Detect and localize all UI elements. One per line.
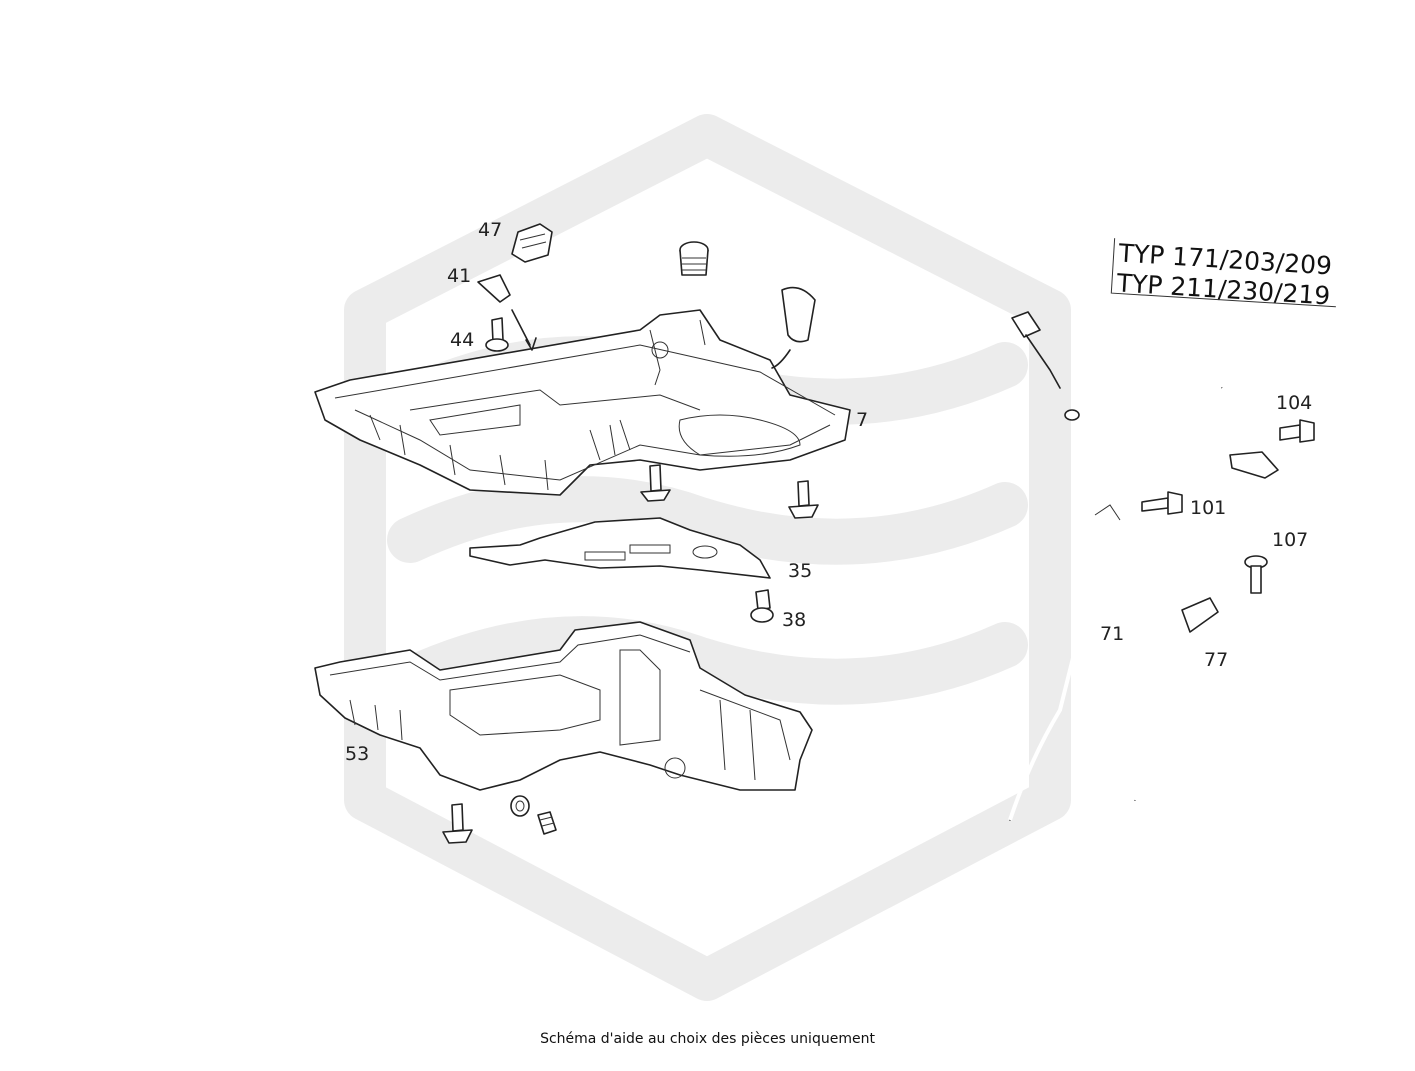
dipstick-tube[interactable]: 71	[1008, 311, 1124, 821]
callout-label: 101	[1190, 497, 1226, 519]
callout-label: 77	[1204, 649, 1228, 671]
bolt-part[interactable]: 107	[1244, 529, 1308, 594]
bolt-part[interactable]	[640, 464, 671, 502]
washer-part[interactable]	[510, 795, 530, 817]
diagram-caption: Schéma d'aide au choix des pièces unique…	[540, 1031, 875, 1047]
callout-label: 71	[1100, 623, 1124, 645]
callout-label: 41	[447, 265, 471, 287]
callout-label: 107	[1272, 529, 1308, 551]
clip-part[interactable]: 47	[478, 219, 553, 263]
callout-label: 35	[788, 560, 812, 582]
bolt-part[interactable]: 104	[1276, 392, 1315, 443]
bolt-part[interactable]: 44	[450, 317, 509, 352]
bolt-part[interactable]	[442, 803, 473, 844]
bolt-part[interactable]	[788, 480, 819, 519]
callout-label: 47	[478, 219, 502, 241]
baffle-plate[interactable]: 35	[469, 517, 812, 582]
callout-label: 53	[345, 743, 369, 765]
upper-oil-pan[interactable]	[314, 309, 851, 496]
filler-plug[interactable]	[679, 241, 709, 276]
callout-7[interactable]: 7	[856, 409, 868, 431]
drain-plug[interactable]: 38	[750, 589, 806, 631]
seal-cap[interactable]	[771, 286, 816, 369]
callout-label: 38	[782, 609, 806, 631]
callout-label: 7	[856, 409, 868, 431]
callout-label: 44	[450, 329, 474, 351]
bolt-part[interactable]: 101	[1141, 491, 1226, 519]
plug-part[interactable]	[537, 811, 557, 835]
type-designation: TYP 171/203/209 TYP 211/230/219	[1110, 238, 1336, 310]
bracket-part[interactable]: 41	[447, 265, 537, 351]
dipstick-guide-tube[interactable]: 77	[1133, 387, 1279, 801]
callout-label: 104	[1276, 392, 1312, 414]
lower-oil-pan[interactable]: 53	[314, 621, 813, 791]
